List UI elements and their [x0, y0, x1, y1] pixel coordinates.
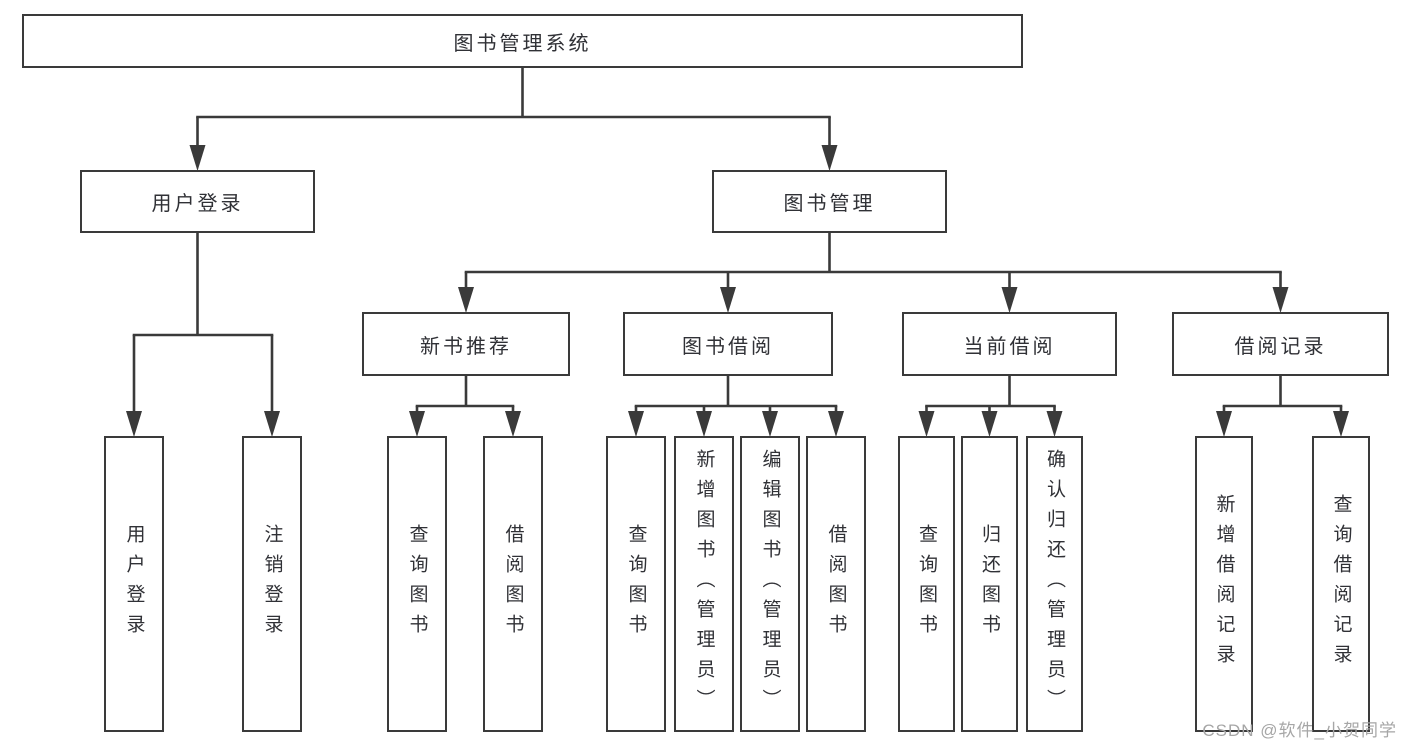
node-book-borrow: 图书借阅 — [623, 312, 833, 376]
node-leaf-bb-add: 新增图书（管理员） — [674, 436, 734, 732]
node-borrow-record: 借阅记录 — [1172, 312, 1389, 376]
node-leaf-cb-return: 归还图书 — [961, 436, 1018, 732]
node-leaf-bb-query: 查询图书 — [606, 436, 666, 732]
node-new-book-rec: 新书推荐 — [362, 312, 570, 376]
node-leaf-bb-borrow: 借阅图书 — [806, 436, 866, 732]
node-leaf-cb-query: 查询图书 — [898, 436, 955, 732]
node-leaf-br-query: 查询借阅记录 — [1312, 436, 1370, 732]
node-current-borrow: 当前借阅 — [902, 312, 1117, 376]
node-user-login: 用户登录 — [80, 170, 315, 233]
node-leaf-nbr-borrow: 借阅图书 — [483, 436, 543, 732]
node-leaf-br-add: 新增借阅记录 — [1195, 436, 1253, 732]
node-leaf-logout: 注销登录 — [242, 436, 302, 732]
node-root: 图书管理系统 — [22, 14, 1023, 68]
node-leaf-nbr-query: 查询图书 — [387, 436, 447, 732]
node-leaf-user-login: 用户登录 — [104, 436, 164, 732]
node-leaf-cb-confirm: 确认归还（管理员） — [1026, 436, 1083, 732]
watermark: CSDN @软件_小贺同学 — [1202, 721, 1397, 740]
node-book-mgmt: 图书管理 — [712, 170, 947, 233]
node-leaf-bb-edit: 编辑图书（管理员） — [740, 436, 800, 732]
